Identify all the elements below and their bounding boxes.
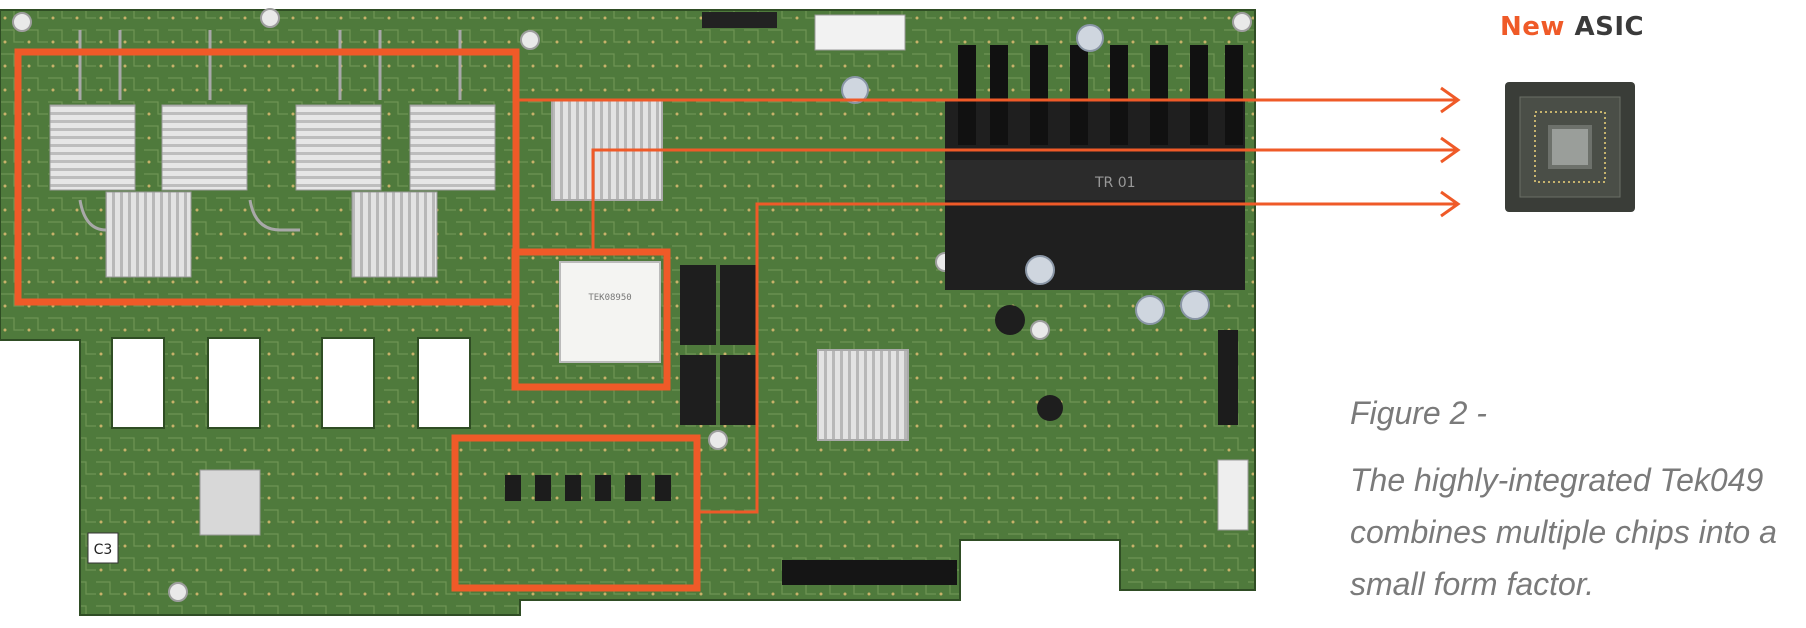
c3-label [87,532,119,564]
heatsink-array [49,30,496,278]
edge-connector [782,560,957,585]
main-asic-chip: TEK08950 [559,261,661,363]
driver-chips [505,475,671,501]
side-connector [1217,459,1249,531]
vertical-header [1218,330,1238,425]
figure-caption: Figure 2 - The highly-integrated Tek049 … [1350,395,1800,610]
figure-description: The highly-integrated Tek049 combines mu… [1350,462,1777,602]
top-connector [814,14,906,51]
new-asic-lead: New [1500,12,1565,42]
svg-text:TEK08950: TEK08950 [588,293,631,303]
capacitors [841,24,1210,325]
new-asic-label: New ASIC [1500,12,1644,42]
figure-number: Figure 2 - [1350,395,1487,431]
new-asic-rest: ASIC [1574,12,1645,42]
ribbon-header [702,12,777,28]
new-asic-package [1505,82,1635,212]
tr-label: TR 01 [1094,175,1136,191]
board-cutouts [111,337,471,429]
pointer-arrows [516,86,1461,514]
memory-chips [680,265,756,425]
oscillator [199,469,261,536]
svg-text:C3: C3 [94,542,113,558]
lower-heatsink [817,349,909,441]
